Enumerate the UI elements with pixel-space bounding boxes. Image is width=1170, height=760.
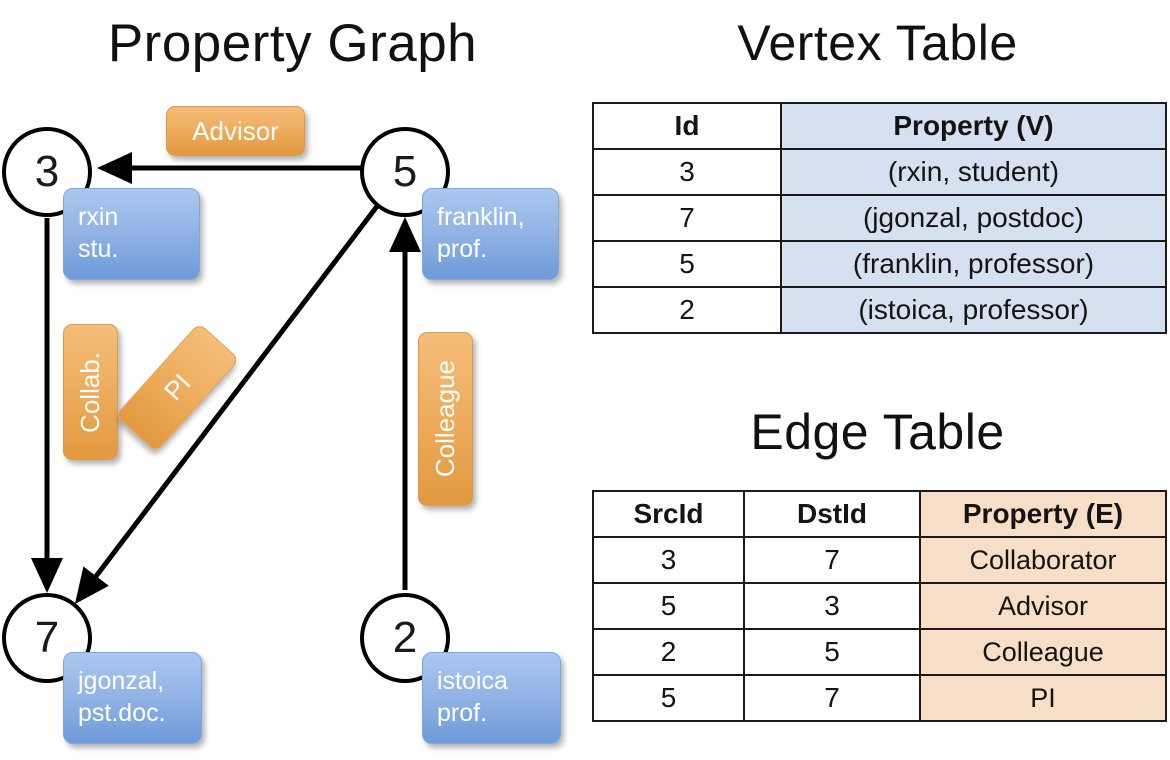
vertex-table-header-id: Id [592,102,782,150]
node-property-3-line2: stu. [78,235,119,263]
vertex-row-2-property: (franklin, professor) [780,240,1167,288]
edge-label-colleague-text: Colleague [430,360,460,478]
edge-table-header-dstid: DstId [743,490,921,538]
page-title-edge-table: Edge Table [750,404,1005,460]
edge-arrow-pi [74,203,380,604]
table-row: 2 (istoica, professor) [592,286,1167,334]
edge-label-colleague: Colleague [418,332,473,506]
edge-label-pi-text: PI [157,367,197,407]
edge-row-3-dst: 7 [743,674,921,722]
vertex-row-3-property: (istoica, professor) [780,286,1167,334]
edge-row-0-dst: 7 [743,536,921,584]
edge-row-3-property: PI [919,674,1167,722]
vertex-row-2-id: 5 [592,240,782,288]
node-property-2-line1: istoica [437,667,508,695]
graph-node-2[interactable]: 2 [360,593,450,683]
graph-node-7-label: 7 [34,613,60,662]
vertex-table-header-row: Id Property (V) [592,102,1167,150]
edge-row-0-src: 3 [592,536,745,584]
node-property-box-5: franklin, prof. [422,188,559,280]
edge-row-1-dst: 3 [743,582,921,630]
node-property-7-line1: jgonzal, [78,667,165,695]
node-property-2-line2: prof. [437,699,488,727]
vertex-table-header-property: Property (V) [780,102,1167,150]
edge-label-advisor: Advisor [166,106,305,156]
graph-node-3-label: 3 [34,147,60,196]
edge-table: SrcId DstId Property (E) 3 7 Collaborato… [592,490,1167,722]
edge-row-3-src: 5 [592,674,745,722]
edge-row-2-dst: 5 [743,628,921,676]
edge-table-header-property: Property (E) [919,490,1167,538]
table-row: 7 (jgonzal, postdoc) [592,194,1167,242]
vertex-row-1-id: 7 [592,194,782,242]
table-row: 2 5 Colleague [592,628,1167,676]
edge-row-1-src: 5 [592,582,745,630]
node-property-7-line2: pst.doc. [78,699,166,727]
table-row: 3 7 Collaborator [592,536,1167,584]
vertex-row-3-id: 2 [592,286,782,334]
page-title-property-graph: Property Graph [107,14,478,73]
node-property-box-2: istoica prof. [422,652,561,744]
edge-row-1-property: Advisor [919,582,1167,630]
vertex-row-0-property: (rxin, student) [780,148,1167,196]
edge-label-collab-text: Collab. [75,351,105,433]
edge-table-header-row: SrcId DstId Property (E) [592,490,1167,538]
graph-node-5-label: 5 [392,147,418,196]
edge-label-collab: Collab. [63,324,118,460]
node-property-box-7: jgonzal, pst.doc. [63,652,202,744]
edge-row-0-property: Collaborator [919,536,1167,584]
graph-node-5[interactable]: 5 [360,127,450,217]
table-row: 5 (franklin, professor) [592,240,1167,288]
table-row: 3 (rxin, student) [592,148,1167,196]
vertex-row-0-id: 3 [592,148,782,196]
edge-label-advisor-text: Advisor [192,115,279,146]
vertex-table: Id Property (V) 3 (rxin, student) 7 (jgo… [592,102,1167,334]
edge-row-2-property: Colleague [919,628,1167,676]
table-row: 5 3 Advisor [592,582,1167,630]
table-row: 5 7 PI [592,674,1167,722]
page-title-vertex-table: Vertex Table [737,15,1018,71]
graph-edge-arrows [31,152,421,604]
edge-row-2-src: 2 [592,628,745,676]
property-graph-diagram: 3 5 7 2 rxin stu. franklin, prof. jgonza… [2,106,561,744]
node-property-3-line1: rxin [78,203,119,231]
vertex-row-1-property: (jgonzal, postdoc) [780,194,1167,242]
node-property-5-line2: prof. [437,235,488,263]
node-property-5-line1: franklin, [437,203,525,231]
graph-node-2-label: 2 [392,613,418,662]
edge-table-header-srcid: SrcId [592,490,745,538]
node-property-box-3: rxin stu. [63,188,200,280]
